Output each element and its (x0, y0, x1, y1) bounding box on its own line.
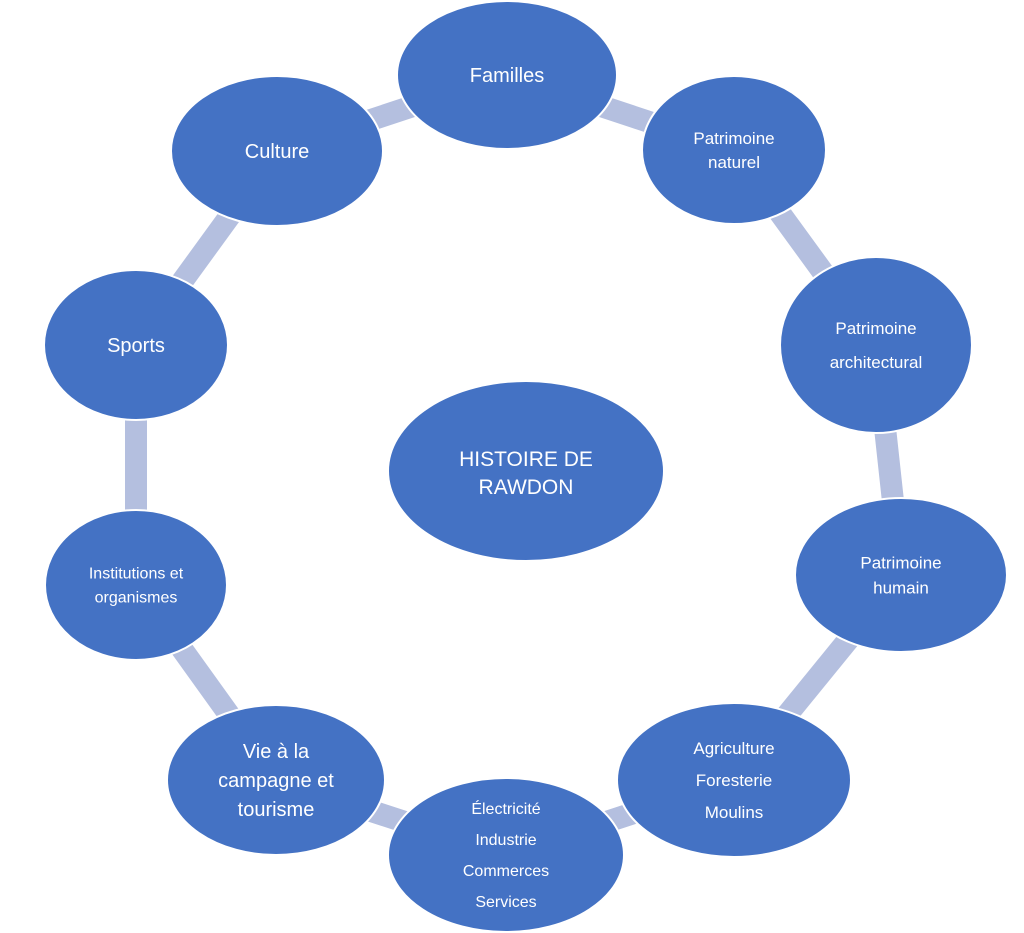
node-institutions: Institutions et organismes (44, 509, 228, 661)
node-patrimoine-humain: Patrimoine humain (794, 497, 1008, 653)
node-label-patrimoine-humain-line-1: Patrimoine (860, 553, 941, 572)
node-culture: Culture (170, 75, 384, 227)
node-label-patrimoine-naturel-line-1: Patrimoine (693, 129, 774, 148)
node-label-culture-line-1: Culture (245, 141, 309, 163)
node-label-patrimoine-naturel-line-2: naturel (708, 153, 760, 172)
node-label-agriculture-line-3: Moulins (705, 803, 764, 822)
node-ellipse-agriculture (616, 702, 852, 858)
node-layer: FamillesPatrimoinenaturelPatrimoinearchi… (43, 0, 1008, 933)
node-label-familles-line-1: Familles (470, 65, 544, 87)
node-sports: Sports (43, 269, 229, 421)
node-label-patrimoine-architectural-line-1: Patrimoine (835, 319, 916, 338)
node-label-institutions-line-2: organismes (95, 590, 178, 607)
node-ellipse-patrimoine-humain (794, 497, 1008, 653)
node-label-institutions-line-1: Institutions et (89, 566, 184, 583)
node-label-patrimoine-humain-line-2: humain (873, 578, 929, 597)
node-label-vie-campagne-line-1: Vie à la (243, 741, 310, 763)
node-label-vie-campagne-line-3: tourisme (238, 799, 315, 821)
node-familles: Familles (396, 0, 618, 150)
node-ellipse-electricite (387, 777, 625, 933)
node-label-agriculture-line-2: Foresterie (696, 771, 773, 790)
node-label-electricite-line-4: Services (475, 894, 536, 911)
node-ellipse-culture (170, 75, 384, 227)
node-ellipse-vie-campagne (166, 704, 386, 856)
node-label-electricite-line-1: Électricité (471, 799, 540, 818)
node-ellipse-sports (43, 269, 229, 421)
node-patrimoine-naturel: Patrimoine naturel (641, 75, 827, 225)
center-node: HISTOIRE DE RAWDON (387, 380, 665, 562)
node-vie-campagne: Vie à la campagne et tourisme (166, 704, 386, 856)
node-label-electricite-line-3: Commerces (463, 863, 549, 880)
node-ellipse-familles (396, 0, 618, 150)
node-label-patrimoine-architectural-line-2: architectural (830, 353, 923, 372)
node-label-sports-line-1: Sports (107, 335, 165, 357)
node-label-electricite-line-2: Industrie (475, 832, 536, 849)
node-label-vie-campagne-line-2: campagne et (218, 770, 334, 792)
node-patrimoine-architectural: Patrimoine architectural (779, 256, 973, 434)
node-ellipse-patrimoine-architectural (779, 256, 973, 434)
center-label-line-2: RAWDON (479, 476, 574, 499)
center-label-line-1: HISTOIRE DE (459, 448, 593, 471)
node-label-agriculture-line-1: Agriculture (693, 739, 774, 758)
node-ellipse-institutions (44, 509, 228, 661)
node-ellipse-patrimoine-naturel (641, 75, 827, 225)
center-ellipse (387, 380, 665, 562)
